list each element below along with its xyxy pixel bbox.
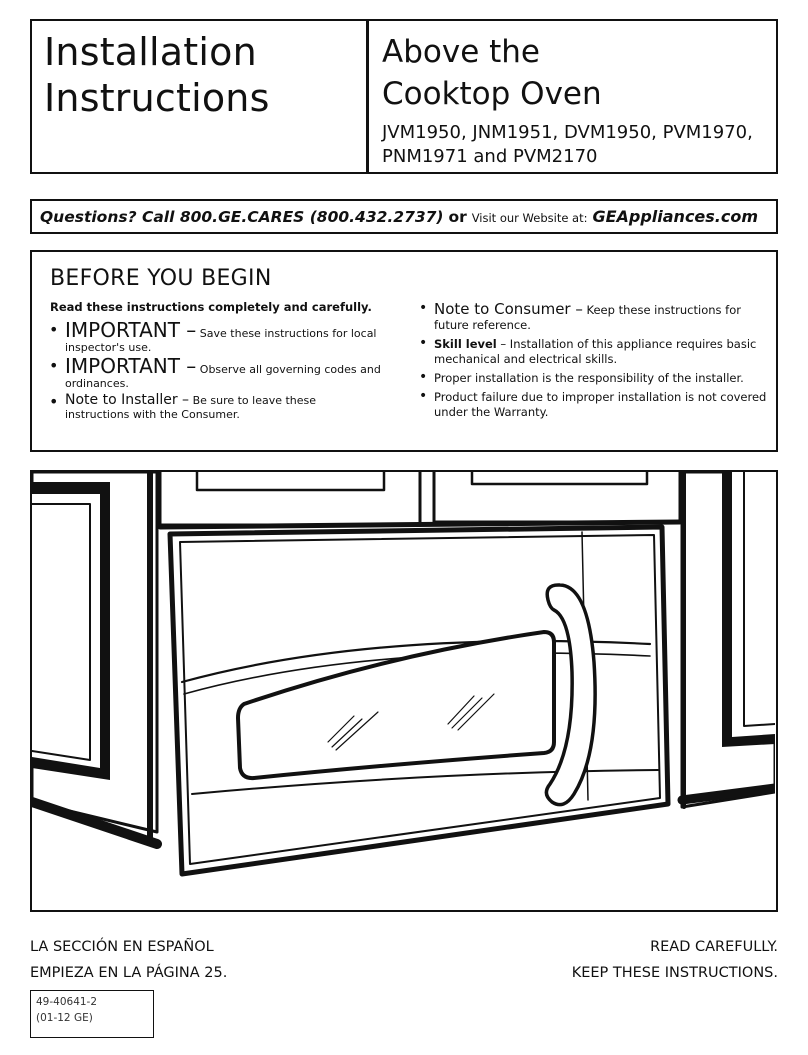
note-text: Keep these instructions for future refer… bbox=[434, 303, 741, 332]
read-line-2: KEEP THESE INSTRUCTIONS. bbox=[571, 965, 778, 981]
header-divider bbox=[366, 21, 369, 172]
title-line-1: Installation bbox=[44, 30, 257, 74]
phone-question: Questions? Call 800.GE.CARES (800.432.27… bbox=[40, 208, 444, 226]
or-text: or bbox=[448, 208, 467, 226]
list-item: Product failure due to improper installa… bbox=[418, 389, 768, 420]
note-text: Observe all governing codes and ordinanc… bbox=[65, 363, 381, 390]
header-box: Installation Instructions Above the Cook… bbox=[30, 19, 778, 174]
oven-drawing bbox=[32, 472, 775, 877]
note-label: IMPORTANT – bbox=[65, 354, 197, 378]
read-line-1: READ CAREFULLY. bbox=[650, 939, 778, 955]
oven-handle bbox=[544, 583, 597, 807]
note-text: Product failure due to improper installa… bbox=[434, 390, 767, 419]
spanish-section-note: LA SECCIÓN EN ESPAÑOL EMPIEZA EN LA PÁGI… bbox=[30, 934, 227, 986]
before-you-begin-heading: BEFORE YOU BEGIN bbox=[50, 266, 272, 291]
document-date: (01-12 GE) bbox=[36, 1012, 93, 1024]
note-text: – Installation of this appliance require… bbox=[434, 337, 757, 366]
model-list: JVM1950, JNM1951, DVM1950, PVM1970, PNM1… bbox=[382, 121, 753, 169]
document-number: 49-40641-2 bbox=[36, 996, 98, 1008]
spanish-line-1: LA SECCIÓN EN ESPAÑOL bbox=[30, 939, 214, 955]
list-item: IMPORTANT – Save these instructions for … bbox=[48, 320, 383, 355]
note-label: Note to Consumer – bbox=[434, 300, 583, 318]
right-notes-list: Note to Consumer – Keep these instructio… bbox=[418, 300, 768, 424]
document-number-box: 49-40641-2 (01-12 GE) bbox=[30, 990, 154, 1038]
list-item: Note to Consumer – Keep these instructio… bbox=[418, 300, 768, 333]
note-text: Be sure to leave these instructions with… bbox=[65, 394, 317, 421]
spanish-line-2: EMPIEZA EN LA PÁGINA 25. bbox=[30, 965, 228, 981]
before-you-begin-box: BEFORE YOU BEGIN Read these instructions… bbox=[30, 250, 778, 452]
product-line-1: Above the bbox=[382, 34, 540, 70]
read-carefully-note: READ CAREFULLY. KEEP THESE INSTRUCTIONS. bbox=[572, 934, 778, 986]
document-title: Installation Instructions bbox=[44, 29, 270, 121]
note-label: IMPORTANT – bbox=[65, 318, 197, 342]
title-line-2: Instructions bbox=[44, 76, 270, 120]
left-notes-list: IMPORTANT – Save these instructions for … bbox=[48, 320, 383, 423]
left-cabinet bbox=[32, 472, 162, 849]
product-line-2: Cooktop Oven bbox=[382, 76, 602, 112]
contact-bar: Questions? Call 800.GE.CARES (800.432.27… bbox=[30, 199, 778, 234]
product-name: Above the Cooktop Oven bbox=[382, 31, 602, 115]
models-line-2: PNM1971 and PVM2170 bbox=[382, 146, 598, 167]
note-label: Skill level bbox=[434, 337, 497, 351]
note-text: Proper installation is the responsibilit… bbox=[434, 371, 744, 385]
note-label: Note to Installer – bbox=[65, 392, 190, 408]
list-item: Proper installation is the responsibilit… bbox=[418, 370, 768, 386]
oven-illustration bbox=[30, 470, 778, 912]
website-link[interactable]: GEAppliances.com bbox=[592, 207, 759, 226]
list-item: Note to Installer – Be sure to leave the… bbox=[48, 392, 383, 422]
right-cabinet bbox=[677, 472, 775, 809]
oven-window bbox=[236, 630, 556, 781]
list-item: Skill level – Installation of this appli… bbox=[418, 336, 768, 367]
before-you-begin-lead: Read these instructions completely and c… bbox=[50, 300, 372, 314]
models-line-1: JVM1950, JNM1951, DVM1950, PVM1970, bbox=[382, 122, 753, 143]
list-item: IMPORTANT – Observe all governing codes … bbox=[48, 356, 383, 391]
visit-text: Visit our Website at: bbox=[471, 211, 588, 225]
upper-cabinets bbox=[157, 472, 683, 530]
note-text: Save these instructions for local inspec… bbox=[65, 327, 377, 354]
